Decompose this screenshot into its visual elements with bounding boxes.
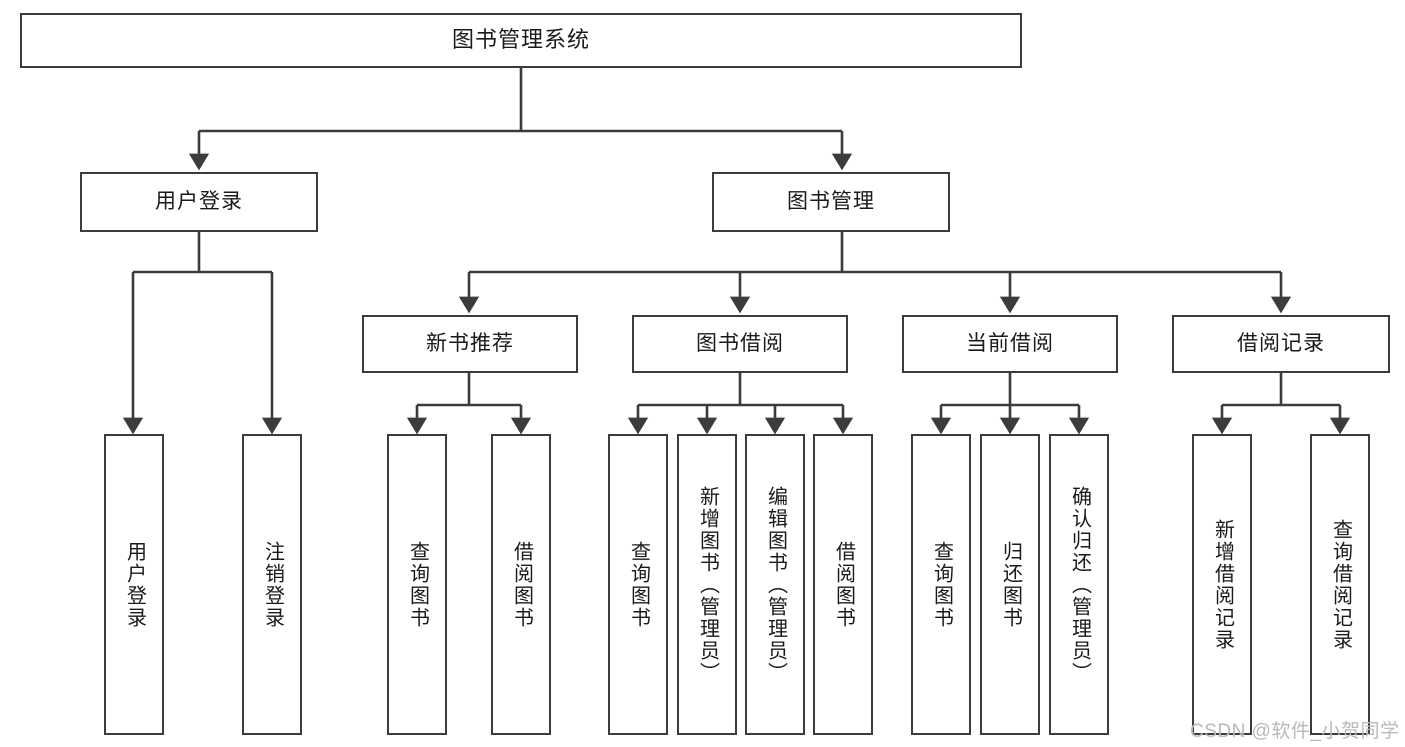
node-new-book-recommend[interactable]: 新书推荐 — [362, 315, 578, 373]
leaf-node-confirm-return-admin[interactable]: 确认归还（管理员） — [1049, 434, 1109, 735]
leaf-node-borrow-book[interactable]: 借阅图书 — [813, 434, 873, 735]
leaf-node-borrow-book-recommend[interactable]: 借阅图书 — [491, 434, 551, 735]
leaf-node-query-book-recommend[interactable]: 查询图书 — [387, 434, 447, 735]
leaf-node-query-book-borrow[interactable]: 查询图书 — [608, 434, 668, 735]
leaf-node-query-book-current[interactable]: 查询图书 — [911, 434, 971, 735]
node-current-borrow[interactable]: 当前借阅 — [902, 315, 1118, 373]
leaf-node-logout-login[interactable]: 注销登录 — [242, 434, 302, 735]
leaf-node-user-login[interactable]: 用户登录 — [104, 434, 164, 735]
node-user-login[interactable]: 用户登录 — [80, 172, 318, 232]
leaf-node-query-borrow-record[interactable]: 查询借阅记录 — [1310, 434, 1370, 735]
node-book-management[interactable]: 图书管理 — [712, 172, 950, 232]
node-book-management-system[interactable]: 图书管理系统 — [20, 13, 1022, 68]
leaf-node-add-borrow-record[interactable]: 新增借阅记录 — [1192, 434, 1252, 735]
leaf-node-edit-book-admin[interactable]: 编辑图书（管理员） — [745, 434, 805, 735]
node-book-borrow[interactable]: 图书借阅 — [632, 315, 848, 373]
leaf-node-return-book[interactable]: 归还图书 — [980, 434, 1040, 735]
node-borrow-record[interactable]: 借阅记录 — [1172, 315, 1390, 373]
leaf-node-add-book-admin[interactable]: 新增图书（管理员） — [677, 434, 737, 735]
csdn-watermark: CSDN @软件_小贺同学 — [1190, 721, 1400, 742]
